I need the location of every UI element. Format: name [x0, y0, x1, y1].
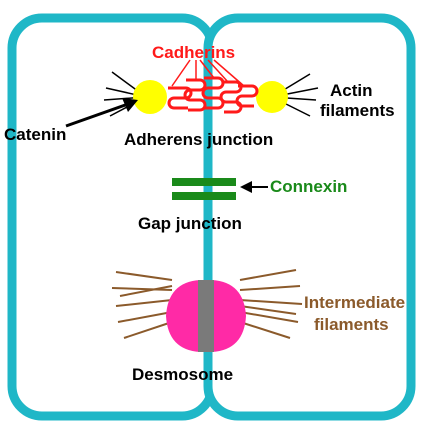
catenin-label: Catenin: [4, 125, 66, 144]
cadherin-coils: [167, 76, 259, 114]
catenin-left: [133, 80, 167, 114]
intermediate-filaments-left: [111, 271, 173, 339]
desmosome-label: Desmosome: [132, 365, 233, 384]
intermediate-filaments-right: [239, 269, 303, 339]
actin-label-line2: filaments: [320, 101, 395, 120]
connexin-arrow: [240, 181, 268, 193]
desmosome-core: [198, 280, 214, 352]
intermediate-label-line1: Intermediate: [304, 293, 405, 312]
connexin-upper: [172, 178, 236, 186]
connexin-label: Connexin: [270, 177, 347, 196]
actin-label-line1: Actin: [330, 81, 373, 100]
intermediate-label-line2: filaments: [314, 315, 389, 334]
catenin-right: [256, 81, 288, 113]
connexin-lower: [172, 192, 236, 200]
gap-junction-label: Gap junction: [138, 214, 242, 233]
desmosome-plaque-left: [166, 280, 200, 352]
right-cell-membrane: [203, 13, 416, 421]
cadherins-label: Cadherins: [152, 43, 235, 62]
cadherin-pointers: [171, 59, 245, 87]
desmosome-plaque-right: [212, 280, 246, 352]
catenin-arrow: [65, 98, 138, 128]
adherens-junction-label: Adherens junction: [124, 130, 273, 149]
